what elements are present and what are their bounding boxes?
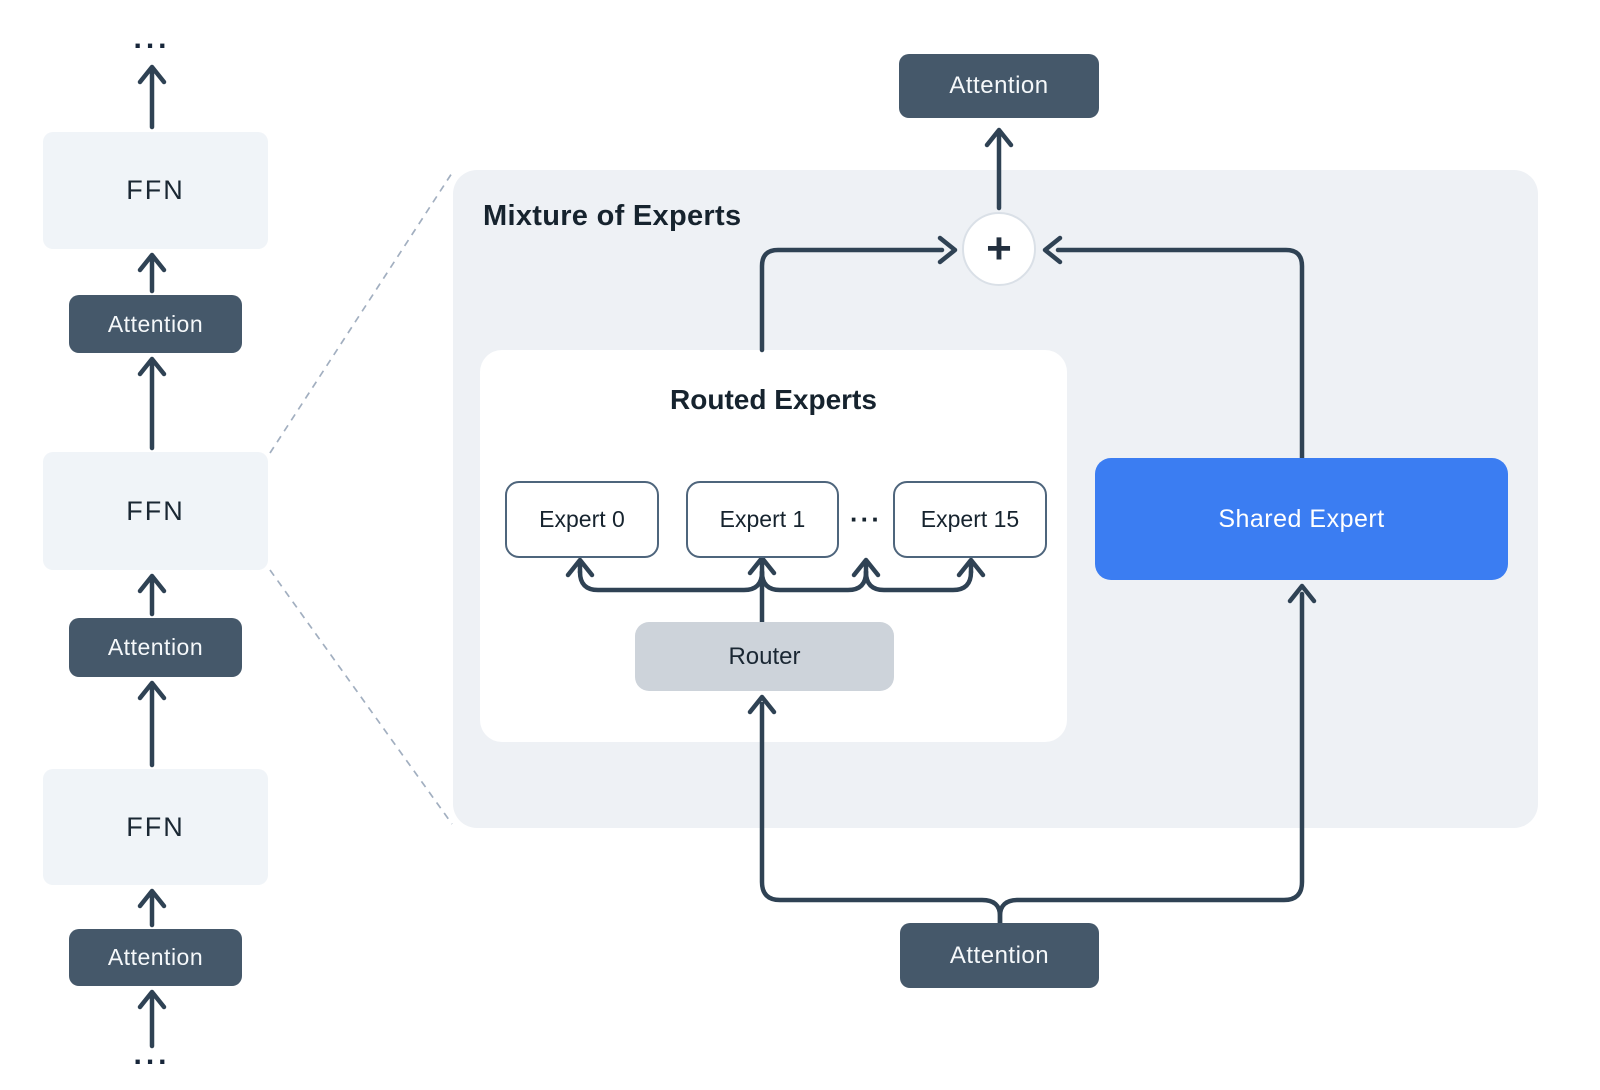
dotted-expansion-line-top — [269, 172, 453, 454]
expert-box-1: Expert 1 — [686, 481, 839, 558]
dotted-expansion-line-bottom — [269, 569, 453, 825]
moe-panel-title: Mixture of Experts — [483, 200, 742, 232]
ffn-block-expanded: FFN — [43, 452, 268, 570]
routed-experts-title: Routed Experts — [670, 384, 877, 415]
plus-icon: + — [986, 224, 1012, 273]
attention-input-block: Attention — [900, 923, 1099, 988]
router-box: Router — [635, 622, 894, 691]
ffn-block: FFN — [43, 132, 268, 249]
arrow-up-icon — [137, 888, 167, 928]
attention-block: Attention — [69, 618, 242, 677]
arrow-up-icon — [137, 680, 167, 768]
stack-ellipsis-bottom: ... — [133, 1038, 171, 1071]
ffn-block: FFN — [43, 769, 268, 885]
attention-block: Attention — [69, 929, 242, 986]
arrow-up-icon — [137, 252, 167, 294]
arrow-up-icon — [137, 64, 167, 130]
attention-block: Attention — [69, 295, 242, 353]
sum-node: + — [962, 212, 1036, 286]
shared-expert-box: Shared Expert — [1095, 458, 1508, 580]
stack-ellipsis-top: ... — [133, 22, 171, 55]
attention-output-block: Attention — [899, 54, 1099, 118]
arrow-up-icon — [137, 573, 167, 617]
expert-box-15: Expert 15 — [893, 481, 1047, 558]
expert-box-0: Expert 0 — [505, 481, 659, 558]
arrow-up-icon — [137, 356, 167, 451]
expansion-dotted-lines — [269, 172, 453, 825]
experts-ellipsis: ··· — [850, 503, 882, 534]
